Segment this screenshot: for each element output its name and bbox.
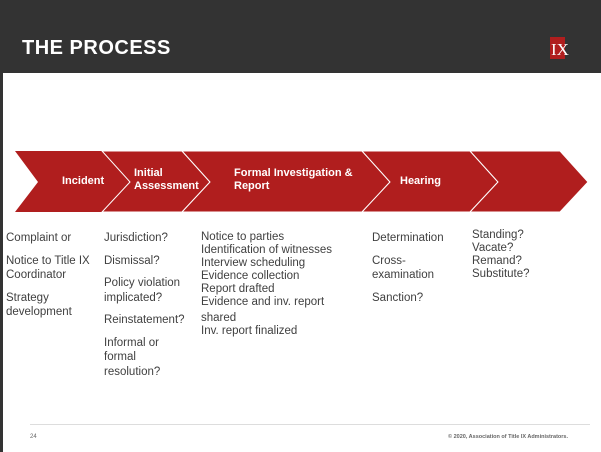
list-item: development xyxy=(6,306,72,318)
svg-text:IX: IX xyxy=(551,40,569,59)
list-item: shared xyxy=(201,312,237,324)
page-number: 24 xyxy=(30,434,37,440)
list-item: Notice to Title IX xyxy=(6,254,90,267)
list-item: Standing? xyxy=(472,229,524,241)
list-item: implicated? xyxy=(104,291,163,304)
list-item: Sanction? xyxy=(372,291,424,304)
list-item: Evidence and inv. report xyxy=(201,296,325,308)
chevron-incident xyxy=(15,151,130,212)
column-hearing: Determination Cross- examination Sanctio… xyxy=(372,231,444,305)
column-appeal: Standing? Vacate? Remand? Substitute? xyxy=(472,229,530,281)
list-item: Jurisdiction? xyxy=(104,232,168,244)
chevron-appeal xyxy=(468,150,589,213)
column-assessment: Jurisdiction? Dismissal? Policy violatio… xyxy=(104,231,185,379)
list-item: resolution? xyxy=(104,365,161,378)
list-item: Evidence collection xyxy=(201,270,300,282)
list-item: Vacate? xyxy=(472,242,514,254)
copyright-text: © 2020, Association of Title IX Administ… xyxy=(448,434,568,440)
list-item: Coordinator xyxy=(6,269,67,281)
list-item: Remand? xyxy=(472,255,522,267)
footer-divider xyxy=(30,424,590,425)
list-item: Report drafted xyxy=(201,283,275,295)
header-bar: THE PROCESS IX xyxy=(0,0,601,73)
list-item: Policy violation xyxy=(104,277,181,289)
column-investigation: Notice to parties Identification of witn… xyxy=(201,231,332,338)
list-item: Determination xyxy=(372,232,444,244)
list-item: Substitute? xyxy=(472,268,530,280)
left-border xyxy=(0,73,3,452)
list-item: Informal or xyxy=(104,336,159,349)
stage-label-investigation: Formal Investigation & Report xyxy=(234,167,353,192)
list-item: Inv. report finalized xyxy=(201,325,298,337)
list-item: Complaint or xyxy=(6,232,72,244)
atixa-logo: IX xyxy=(550,37,569,59)
list-item: Notice to parties xyxy=(201,231,285,243)
list-item: formal xyxy=(104,351,136,363)
list-item: Cross- xyxy=(372,254,406,267)
list-item: examination xyxy=(372,269,435,281)
list-item: Reinstatement? xyxy=(104,314,185,326)
column-incident: Complaint or Notice to Title IX Coordina… xyxy=(6,231,90,320)
list-item: Interview scheduling xyxy=(201,257,306,269)
stage-label-assessment: Initial Assessment xyxy=(134,167,199,192)
stage-label-incident: Incident xyxy=(62,175,105,187)
stage-label-hearing: Hearing xyxy=(400,175,441,187)
list-item: Strategy xyxy=(6,291,49,304)
list-item: Dismissal? xyxy=(104,254,160,267)
list-item: Identification of witnesses xyxy=(201,244,333,256)
slide-title: THE PROCESS xyxy=(22,37,171,59)
